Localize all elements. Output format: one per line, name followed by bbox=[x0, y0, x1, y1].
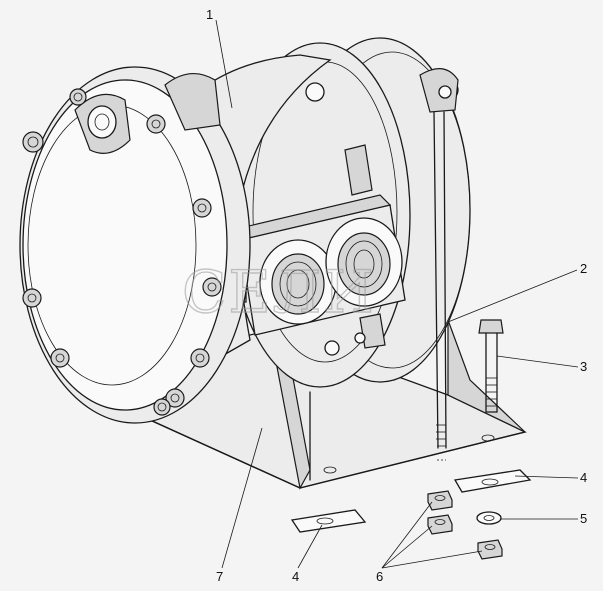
long-stud bbox=[433, 111, 447, 461]
lock-plate-left bbox=[290, 509, 367, 533]
callout-1: 1 bbox=[206, 7, 213, 22]
callout-3: 3 bbox=[580, 359, 587, 374]
nut-2 bbox=[427, 514, 453, 535]
watermark: СЕЛИ bbox=[182, 258, 376, 326]
callout-7: 7 bbox=[216, 569, 223, 584]
leader-lines bbox=[215, 19, 579, 569]
nut-3 bbox=[477, 539, 503, 560]
nut-1 bbox=[427, 490, 453, 511]
lock-plate-right bbox=[453, 469, 532, 493]
callout-4b: 4 bbox=[292, 569, 299, 584]
callout-4a: 4 bbox=[580, 470, 587, 485]
callout-2: 2 bbox=[580, 261, 587, 276]
callout-6: 6 bbox=[376, 569, 383, 584]
front-cover bbox=[19, 66, 251, 424]
bolt bbox=[478, 319, 504, 413]
spring-washer bbox=[476, 511, 502, 525]
callout-5: 5 bbox=[580, 511, 587, 526]
mounting-bracket bbox=[148, 319, 527, 490]
cover-bolts bbox=[22, 88, 222, 416]
outlet-block bbox=[230, 194, 406, 336]
